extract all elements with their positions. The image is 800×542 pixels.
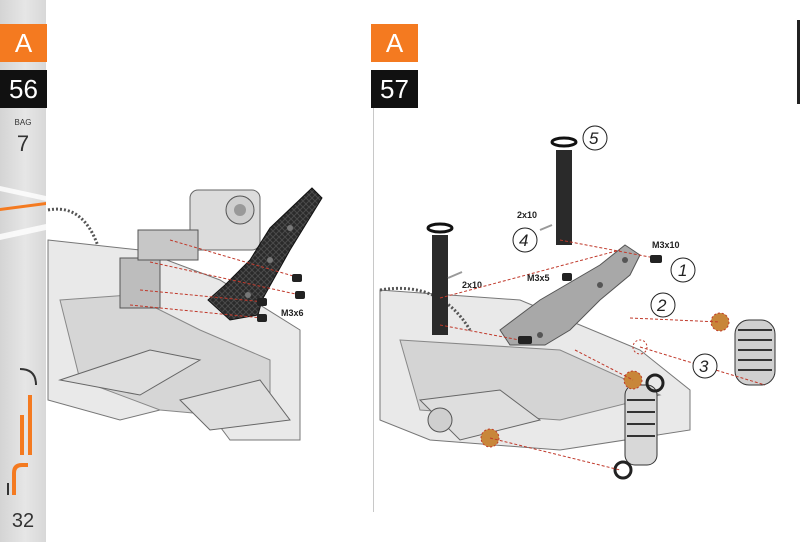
callout-1: 1 — [670, 257, 696, 283]
sidebar-stripes — [0, 186, 46, 240]
screw-label-m3x10: M3x10 — [652, 240, 680, 250]
pin-label-upper: 2x10 — [517, 210, 537, 220]
step-number-57: 57 — [371, 70, 418, 108]
bag-label: BAG — [14, 118, 32, 127]
callout-2: 2 — [650, 292, 676, 318]
column-divider — [373, 108, 374, 512]
page-number: 32 — [11, 510, 35, 532]
shock-absorber-icon — [613, 319, 776, 480]
callout-4: 4 — [512, 227, 538, 253]
svg-text:2: 2 — [656, 296, 667, 315]
bag-number: 7 — [16, 131, 30, 156]
svg-text:5: 5 — [589, 129, 599, 148]
screw-label-m3x6: M3x6 — [281, 308, 304, 318]
brand-logo-icon — [7, 368, 37, 495]
screw-icon — [257, 274, 305, 322]
step-57-illustration: 2x10 2x10 M3x10 M3x5 — [379, 125, 776, 480]
svg-text:4: 4 — [519, 231, 528, 250]
screw-label-m3x5: M3x5 — [527, 273, 550, 283]
body-post-icon — [426, 136, 578, 335]
section-badge-right: A — [371, 24, 418, 62]
step-number-56: 56 — [0, 70, 47, 108]
step-56-illustration: M3x6 — [47, 187, 323, 441]
callout-3: 3 — [692, 353, 718, 379]
screw-icon — [518, 255, 662, 344]
svg-text:3: 3 — [699, 357, 709, 376]
pin-label-lower: 2x10 — [462, 280, 482, 290]
page-edge-mark — [797, 20, 800, 104]
svg-text:1: 1 — [678, 261, 687, 280]
section-badge-left: A — [0, 24, 47, 62]
callout-5: 5 — [582, 125, 608, 151]
